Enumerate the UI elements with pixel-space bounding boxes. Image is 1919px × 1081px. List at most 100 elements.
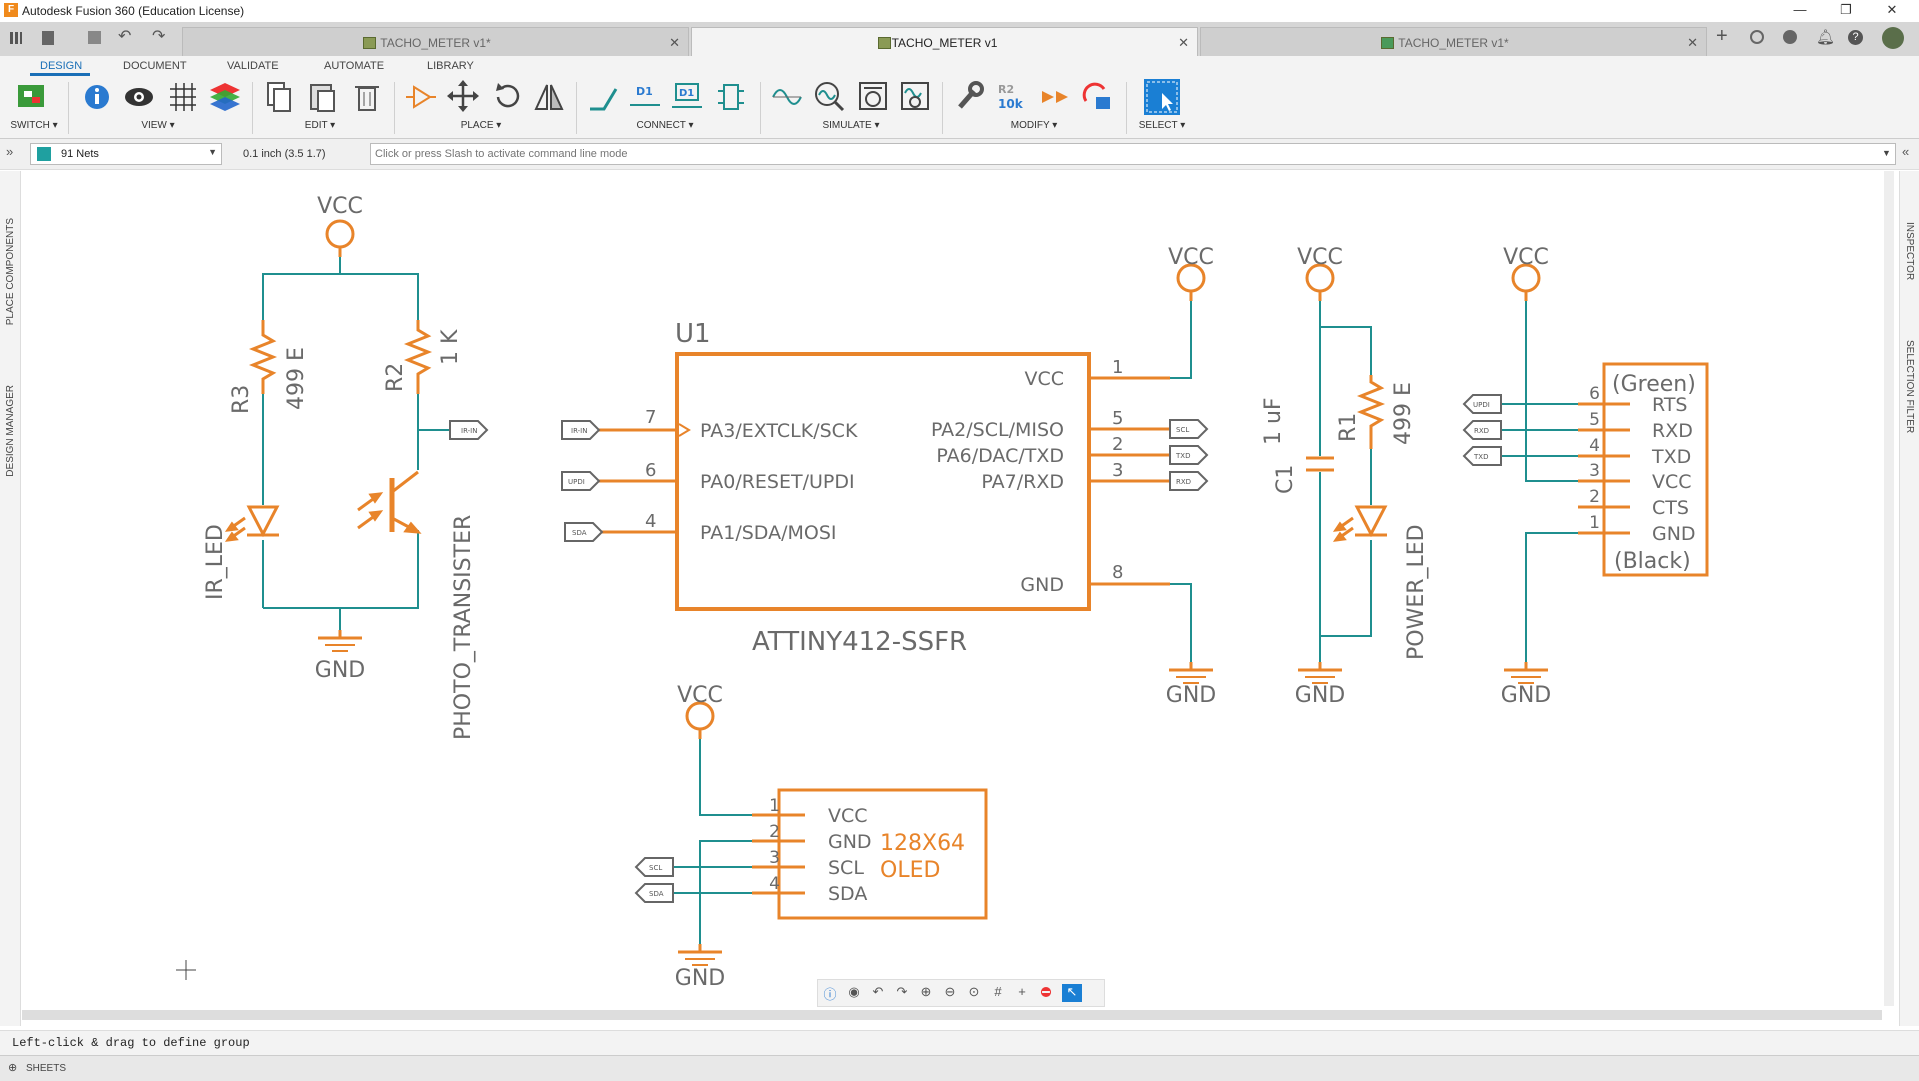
- save-icon[interactable]: [88, 31, 101, 44]
- sheets-bar[interactable]: ⊕ SHEETS: [0, 1055, 1919, 1081]
- mirror-button[interactable]: [532, 79, 566, 113]
- oled-pins[interactable]: [752, 813, 805, 895]
- power-led[interactable]: [1332, 505, 1388, 542]
- close-window-button[interactable]: ✕: [1886, 2, 1898, 17]
- horizontal-scrollbar[interactable]: [22, 1010, 1882, 1020]
- close-tab-icon[interactable]: ✕: [1178, 35, 1189, 50]
- vertical-scrollbar[interactable]: [1884, 171, 1894, 1006]
- redo-icon[interactable]: ↷: [152, 28, 166, 45]
- copy-button[interactable]: [262, 79, 296, 113]
- close-tab-icon[interactable]: ✕: [1687, 35, 1698, 50]
- grid-icon[interactable]: #: [994, 984, 1002, 999]
- paste-button[interactable]: [306, 79, 340, 113]
- r2-resistor[interactable]: [403, 320, 433, 394]
- tab-doc-2[interactable]: TACHO_METER v1 ✕: [691, 27, 1198, 56]
- layers-button[interactable]: [208, 79, 242, 113]
- gnd-symbol[interactable]: [1167, 660, 1215, 685]
- move-button[interactable]: [446, 79, 480, 113]
- vcc-symbol[interactable]: [1176, 263, 1206, 303]
- sensor-wires[interactable]: [262, 257, 450, 630]
- undo-icon[interactable]: ↶: [872, 984, 884, 999]
- inspector-panel[interactable]: INSPECTOR: [1904, 222, 1915, 281]
- sensor-block[interactable]: VCC R3 499 E R2 1 K IR_LED: [203, 194, 488, 740]
- tab-library[interactable]: LIBRARY: [427, 60, 474, 72]
- crosshair-icon[interactable]: +: [1018, 984, 1026, 999]
- group-switch[interactable]: SWITCH ▾: [10, 120, 58, 131]
- group-select[interactable]: SELECT ▾: [1138, 120, 1186, 131]
- header-pins[interactable]: [1578, 402, 1630, 535]
- gnd-symbol[interactable]: [1296, 660, 1344, 685]
- swap-button[interactable]: [1080, 79, 1114, 113]
- group-place[interactable]: PLACE ▾: [460, 120, 502, 131]
- zoom-out-icon[interactable]: ⊖: [944, 984, 956, 999]
- group-edit[interactable]: EDIT ▾: [304, 120, 336, 131]
- c1-capacitor[interactable]: [1306, 456, 1334, 472]
- show-button[interactable]: [122, 79, 156, 113]
- apps-grid-icon[interactable]: [10, 32, 22, 44]
- minimize-button[interactable]: —: [1793, 2, 1807, 17]
- oled-wires[interactable]: [673, 739, 752, 944]
- info-icon[interactable]: ⓘ: [823, 987, 837, 1002]
- redo-icon[interactable]: ↷: [896, 984, 908, 999]
- simulation-results-button[interactable]: [898, 79, 932, 113]
- delete-button[interactable]: [350, 79, 384, 113]
- tab-document[interactable]: DOCUMENT: [123, 60, 187, 72]
- vcc-symbol[interactable]: [1305, 263, 1335, 303]
- switch-board-button[interactable]: [14, 79, 48, 113]
- gnd-symbol[interactable]: [1502, 660, 1550, 685]
- selection-filter-panel[interactable]: SELECTION FILTER: [1904, 340, 1915, 434]
- header-wires[interactable]: [1501, 301, 1578, 662]
- name-button[interactable]: D1: [628, 79, 662, 113]
- r3-resistor[interactable]: [248, 320, 278, 394]
- close-tab-icon[interactable]: ✕: [669, 35, 680, 50]
- oled-module[interactable]: VCC 128X64 OLED SCL SDA 1 2 3 4 VCC GND …: [635, 683, 988, 991]
- vcc-symbol[interactable]: [1511, 263, 1541, 303]
- group-simulate[interactable]: SIMULATE ▾: [822, 120, 880, 131]
- replace-button[interactable]: [1038, 79, 1072, 113]
- avatar[interactable]: [1882, 27, 1904, 49]
- u1-left-pins[interactable]: [597, 428, 677, 534]
- collapse-panel-icon[interactable]: «: [1902, 144, 1910, 159]
- vcc-symbol[interactable]: [325, 219, 355, 259]
- new-tab-icon[interactable]: +: [1716, 25, 1728, 47]
- oled-body[interactable]: [777, 788, 988, 920]
- photo-transistor[interactable]: [357, 470, 422, 534]
- power-led-block[interactable]: VCC C1 1 uF R1 499 E POWER_LED GND: [1261, 245, 1429, 708]
- command-dropdown-icon[interactable]: ▼: [1882, 148, 1891, 158]
- simulate-button[interactable]: [856, 79, 890, 113]
- header-body[interactable]: [1602, 362, 1709, 577]
- power-wires[interactable]: [1319, 301, 1372, 662]
- u1-right-wires[interactable]: [1170, 301, 1192, 662]
- tab-design[interactable]: DESIGN: [40, 60, 83, 72]
- extensions-icon[interactable]: [1750, 30, 1764, 44]
- grid-button[interactable]: [166, 79, 200, 113]
- gnd-symbol[interactable]: [316, 628, 364, 653]
- tab-validate[interactable]: VALIDATE: [227, 60, 279, 72]
- sheets-toggle-icon[interactable]: ⊕: [8, 1062, 18, 1074]
- net-button[interactable]: [586, 79, 620, 113]
- wrench-button[interactable]: [952, 79, 986, 113]
- zoom-in-icon[interactable]: ⊕: [920, 984, 932, 999]
- select-cursor-icon[interactable]: ↖: [1062, 984, 1082, 1002]
- schematic-canvas[interactable]: VCC R3 499 E R2 1 K IR_LED: [22, 171, 1882, 1011]
- analyze-button[interactable]: [812, 79, 846, 113]
- command-line-input[interactable]: [370, 143, 1896, 165]
- tab-doc-1[interactable]: TACHO_METER v1* ✕: [182, 27, 689, 56]
- probe-button[interactable]: [770, 79, 804, 113]
- stop-icon[interactable]: ⛔︎: [1040, 984, 1052, 999]
- group-modify[interactable]: MODIFY ▾: [1010, 120, 1058, 131]
- job-status-icon[interactable]: [1783, 30, 1797, 44]
- label-button[interactable]: D1: [670, 79, 704, 113]
- gnd-symbol[interactable]: [676, 942, 724, 967]
- tab-automate[interactable]: AUTOMATE: [324, 60, 385, 72]
- group-view[interactable]: VIEW ▾: [141, 120, 175, 131]
- restore-button[interactable]: ❐: [1840, 2, 1852, 17]
- bus-button[interactable]: [714, 79, 748, 113]
- info-button[interactable]: [80, 79, 114, 113]
- eye-icon[interactable]: ◉: [848, 984, 860, 999]
- r1-resistor[interactable]: [1356, 375, 1386, 449]
- schematic-svg[interactable]: VCC R3 499 E R2 1 K IR_LED: [22, 171, 1882, 1011]
- expand-panel-icon[interactable]: »: [6, 144, 14, 159]
- u1-attiny412[interactable]: U1 ATTINY412-SSFR IR-IN UPDI SDA 7 6 4 P…: [561, 245, 1216, 708]
- notifications-icon[interactable]: 🔔︎: [1816, 29, 1836, 46]
